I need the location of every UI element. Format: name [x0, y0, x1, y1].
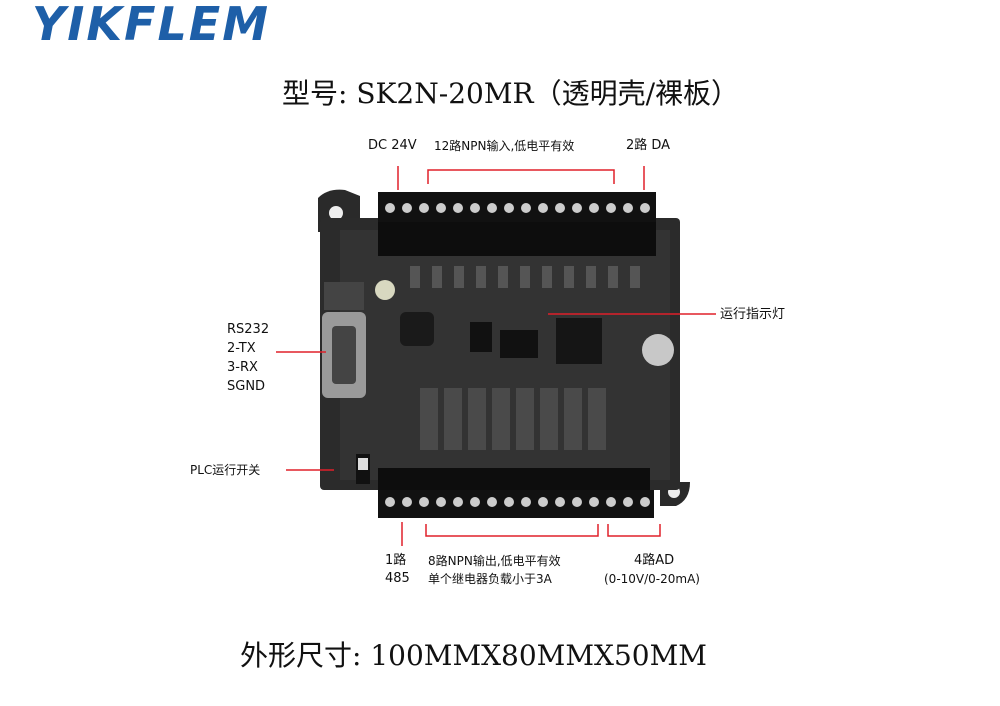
- callout-rs232-3: 3-RX: [227, 360, 258, 375]
- callout-rs232-2: 2-TX: [227, 341, 256, 356]
- callout-outputs-1: 8路NPN输出,低电平有效: [428, 554, 561, 568]
- brand-logo: YIKFLEM: [32, 2, 270, 46]
- callout-rs232-4: SGND: [227, 379, 266, 394]
- callout-485-1: 1路: [385, 553, 407, 568]
- logo-text: YIKFLEM: [32, 2, 270, 46]
- dimensions-text: 外形尺寸: 100MMX80MMX50MM: [240, 639, 707, 672]
- callout-run-led: 运行指示灯: [720, 307, 786, 322]
- callout-485-2: 485: [385, 571, 410, 586]
- callout-ad-2: (0-10V/0-20mA): [604, 572, 700, 586]
- callout-dc-24v: DC 24V: [368, 138, 417, 153]
- callout-run-switch: PLC运行开关: [190, 463, 261, 477]
- callout-rs232-1: RS232: [227, 322, 270, 337]
- product-title: 型号: SK2N-20MR（透明壳/裸板）: [282, 77, 740, 110]
- callout-da: 2路 DA: [626, 138, 671, 153]
- callout-npn-inputs: 12路NPN输入,低电平有效: [434, 139, 575, 153]
- callout-outputs-2: 单个继电器负载小于3A: [428, 572, 552, 586]
- callout-ad-1: 4路AD: [634, 553, 675, 568]
